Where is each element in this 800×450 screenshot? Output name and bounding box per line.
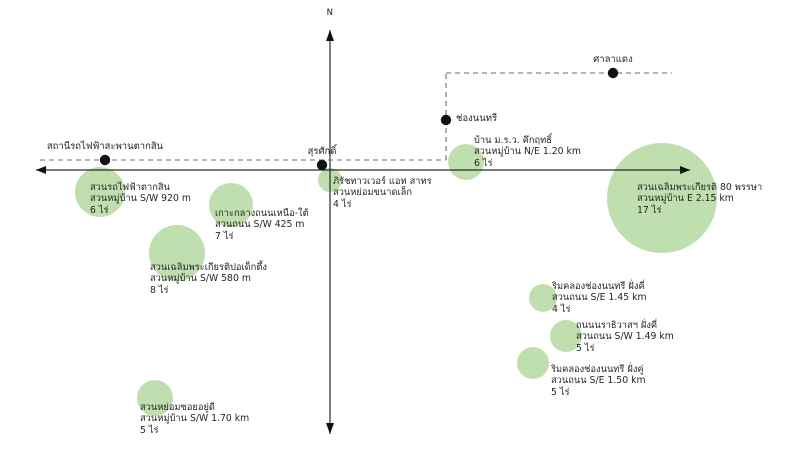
park-type: สวนหมู่บ้าน S/W 580 m [150, 273, 251, 285]
park-type: สวนถนน S/W 425 m [215, 219, 305, 231]
station-node-saladaeng[interactable] [607, 67, 619, 79]
axis-arrow-left-icon [36, 166, 46, 174]
park-label-baan-mrw-kukrit: บ้าน ม.ร.ว. คึกฤทธิ์สวนหมู่บ้าน N/E 1.20… [474, 135, 581, 169]
park-bubble [550, 320, 582, 352]
park-type: สวนหมู่บ้าน N/E 1.20 km [474, 146, 581, 158]
park-type: สวนหมู่บ้าน S/W 1.70 km [140, 413, 250, 425]
park-name: เกาะกลางถนนเหนือ-ใต้ [215, 208, 309, 219]
park-area: 6 ไร่ [474, 157, 493, 169]
park-name: สวนหย่อมซอยอยู่ดี [140, 402, 215, 413]
park-type: สวนหย่อมขนาดเล็ก [333, 187, 413, 199]
north-label: N [326, 8, 334, 18]
park-label-suan-yom-soi-yudi: สวนหย่อมซอยอยู่ดีสวนหมู่บ้าน S/W 1.70 km… [140, 402, 249, 436]
station-node-taksin[interactable] [99, 154, 111, 166]
park-type: สวนหมู่บ้าน S/W 920 m [90, 193, 191, 205]
park-name: สวนเฉลิมพระเกียรติ 80 พรรษา [637, 182, 763, 193]
station-label-taksin: สถานีรถไฟฟ้าสะพานตากสิน [46, 141, 164, 152]
park-area: 7 ไร่ [215, 230, 234, 242]
park-area: 8 ไร่ [150, 284, 169, 296]
park-bubble [137, 380, 173, 416]
park-name: บ้าน ม.ร.ว. คึกฤทธิ์ [474, 135, 552, 146]
station-node-chongnonsi[interactable] [440, 114, 452, 126]
park-area: 17 ไร่ [637, 204, 662, 216]
park-name: ริมคลองช่องนนทรี ฝั่งคู่ [551, 364, 644, 375]
park-area: 5 ไร่ [576, 342, 595, 354]
axis-arrow-up-icon [326, 30, 334, 41]
park-type: สวนถนน S/E 1.45 km [552, 292, 647, 304]
park-label-chaloem-pom-dek-ting: สวนเฉลิมพระเกียรติปอเด็กตึ้งสวนหมู่บ้าน … [150, 262, 267, 296]
park-type: สวนถนน S/E 1.50 km [551, 375, 646, 387]
park-area: 5 ไร่ [140, 424, 159, 436]
park-bubble [448, 144, 484, 180]
park-area: 5 ไร่ [551, 386, 570, 398]
park-area: 4 ไร่ [333, 198, 352, 210]
park-label-rim-khlong-chongnonsi-khu: ริมคลองช่องนนทรี ฝั่งคู่สวนถนน S/E 1.50 … [551, 364, 646, 398]
park-name: ถนนนราธิวาสฯ ฝั่งคี่ [576, 320, 658, 331]
park-type: สวนถนน S/W 1.49 km [576, 331, 674, 343]
park-label-rim-khlong-chongnonsi-khi: ริมคลองช่องนนทรี ฝั่งคี่สวนถนน S/E 1.45 … [552, 281, 647, 315]
park-area: 4 ไร่ [552, 303, 571, 315]
park-name: ริมคลองช่องนนทรี ฝั่งคี่ [552, 281, 645, 292]
park-name: ภิรัชทาวเวอร์ แอท สาทร [333, 176, 432, 187]
park-bubble [209, 183, 253, 227]
park-type: สวนหมู่บ้าน E 2.15 km [637, 193, 734, 205]
park-bubble [149, 225, 205, 281]
park-label-chaloem-80-pansa: สวนเฉลิมพระเกียรติ 80 พรรษาสวนหมู่บ้าน E… [637, 182, 762, 216]
park-area: 6 ไร่ [90, 204, 109, 216]
axis-arrow-down-icon [326, 423, 334, 434]
park-bubble [517, 347, 549, 379]
park-name: สวนเฉลิมพระเกียรติปอเด็กตึ้ง [150, 262, 267, 273]
park-bubble [529, 284, 557, 312]
station-node-surasak[interactable] [316, 159, 328, 171]
park-name: สวนรถไฟฟ้าตากสิน [90, 182, 170, 193]
axis-arrow-right-icon [680, 166, 690, 174]
station-label-saladaeng: ศาลาแดง [593, 54, 633, 65]
park-bubble [75, 167, 125, 217]
station-label-surasak: สุรศักดิ์ [307, 146, 337, 157]
station-label-chongnonsi: ช่องนนทรี [456, 113, 498, 124]
